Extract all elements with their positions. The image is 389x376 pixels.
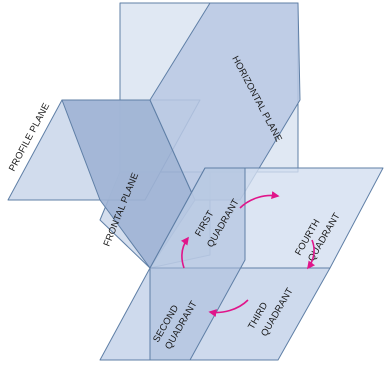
arrow-second-to-first xyxy=(180,236,189,269)
arrow-third-to-second xyxy=(208,299,249,317)
center-vertical-plane xyxy=(149,167,246,361)
arrow-fourth-to-third xyxy=(307,239,316,270)
arrow-first-to-fourth xyxy=(239,191,280,209)
